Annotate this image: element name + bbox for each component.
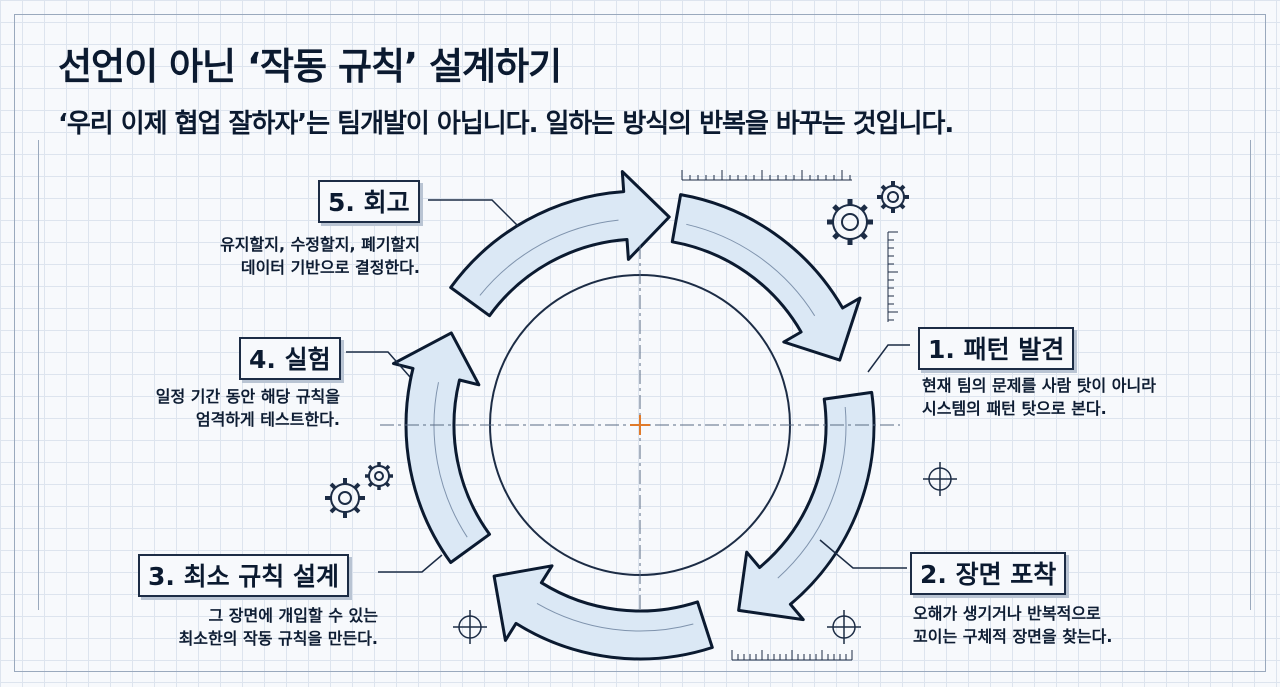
- page-subtitle: ‘우리 이제 협업 잘하자’는 팀개발이 아닙니다. 일하는 방식의 반복을 바…: [58, 109, 954, 139]
- frame-inner-right: [1250, 140, 1251, 610]
- frame-left: [14, 14, 15, 672]
- leader-lines: [346, 199, 910, 573]
- cycle-arrow-guide-5: [479, 219, 619, 296]
- center-mark: [630, 415, 650, 435]
- gear-icon: [325, 478, 365, 518]
- step-2-line-2: 꼬이는 구체적 장면을 찾는다.: [913, 627, 1113, 646]
- cycle-arrow-guide-4: [433, 382, 468, 538]
- cycle-arrow-2: [737, 390, 876, 622]
- step-5-label: 5. 회고: [318, 180, 420, 223]
- cycle-arrow-guide-3: [536, 602, 694, 632]
- step-3-description: 그 장면에 개입할 수 있는 최소한의 작동 규칙을 만든다.: [179, 604, 378, 650]
- step-1-label: 1. 패턴 발견: [918, 327, 1075, 370]
- crosshair-icon: [923, 462, 957, 496]
- crosshair-icon: [827, 610, 861, 644]
- gear-icon: [877, 181, 909, 213]
- step-2-line-1: 오해가 생기거나 반복적으로: [913, 604, 1101, 623]
- step-1-line-2: 시스템의 패턴 탓으로 본다.: [922, 399, 1107, 418]
- cycle-arrow-3: [492, 564, 714, 661]
- step-4-line-2: 엄격하게 테스트한다.: [195, 410, 340, 429]
- frame-top: [14, 14, 1266, 15]
- step-3-line-2: 최소한의 작동 규칙을 만든다.: [178, 629, 378, 648]
- frame-bottom: [14, 671, 1266, 672]
- gear-icon: [827, 199, 873, 245]
- ruler-marks: [681, 170, 898, 661]
- leader-line-1: [867, 344, 910, 373]
- step-5-line-1: 유지할지, 수정할지, 폐기할지: [220, 235, 420, 254]
- step-4-description: 일정 기간 동안 해당 규칙을 엄격하게 테스트한다.: [156, 385, 340, 431]
- cycle-arrows: [392, 170, 876, 661]
- step-3-line-1: 그 장면에 개입할 수 있는: [208, 606, 378, 625]
- cycle-arrow-5: [449, 170, 671, 318]
- step-3-label: 3. 최소 규칙 설계: [138, 554, 350, 597]
- leader-line-2: [819, 539, 907, 569]
- leader-line-3: [378, 554, 443, 573]
- frame-right: [1265, 14, 1266, 672]
- page-title: 선언이 아닌 ‘작동 규칙’ 설계하기: [58, 45, 562, 88]
- leader-line-4: [346, 351, 411, 378]
- step-4-label: 4. 실험: [239, 337, 341, 380]
- step-2-description: 오해가 생기거나 반복적으로 꼬이는 구체적 장면을 찾는다.: [913, 602, 1112, 648]
- cycle-arrow-4: [392, 331, 491, 564]
- cycle-arrow-1: [670, 193, 862, 362]
- step-5-description: 유지할지, 수정할지, 폐기할지 데이터 기반으로 결정한다.: [220, 233, 420, 279]
- step-5-line-2: 데이터 기반으로 결정한다.: [240, 258, 420, 277]
- step-1-description: 현재 팀의 문제를 사람 탓이 아니라 시스템의 패턴 탓으로 본다.: [922, 374, 1156, 420]
- step-1-line-1: 현재 팀의 문제를 사람 탓이 아니라: [922, 376, 1156, 395]
- leader-line-5: [428, 199, 519, 227]
- cycle-arrow-guide-2: [777, 406, 847, 579]
- gear-icon: [365, 462, 393, 490]
- step-4-line-1: 일정 기간 동안 해당 규칙을: [155, 387, 340, 406]
- frame-inner-left: [38, 140, 39, 610]
- cycle-arrow-guide-1: [686, 223, 816, 317]
- step-2-label: 2. 장면 포착: [910, 552, 1067, 595]
- crosshair-icon: [453, 610, 487, 644]
